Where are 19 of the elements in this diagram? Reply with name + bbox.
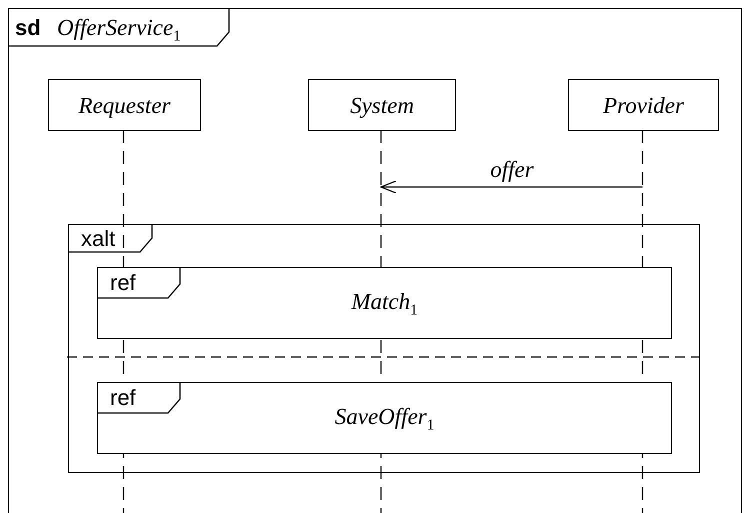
interaction-name: Match$_{1}$ <box>350 290 419 319</box>
lifeline-head <box>48 79 201 131</box>
diagram-kind: sd <box>15 16 41 38</box>
lifeline-head <box>568 79 719 131</box>
interaction-use <box>97 382 672 454</box>
message-arrow <box>380 180 642 194</box>
diagram-name: OfferService$_{1}$ <box>57 16 181 44</box>
sequence-diagram-frame <box>8 8 742 513</box>
fragment-operator: xalt <box>81 228 116 250</box>
interaction-use <box>97 267 672 339</box>
interaction-name: SaveOffer$_{1}$ <box>334 405 436 434</box>
lifeline-head <box>308 79 456 131</box>
fragment-operator: ref <box>110 272 136 294</box>
lifeline-name: Provider <box>602 94 685 117</box>
combined-fragment <box>68 224 700 473</box>
lifeline-name: System <box>349 94 415 117</box>
fragment-operator: ref <box>110 387 136 409</box>
lifeline-name: Requester <box>77 94 172 117</box>
message-label: offer <box>490 158 534 181</box>
